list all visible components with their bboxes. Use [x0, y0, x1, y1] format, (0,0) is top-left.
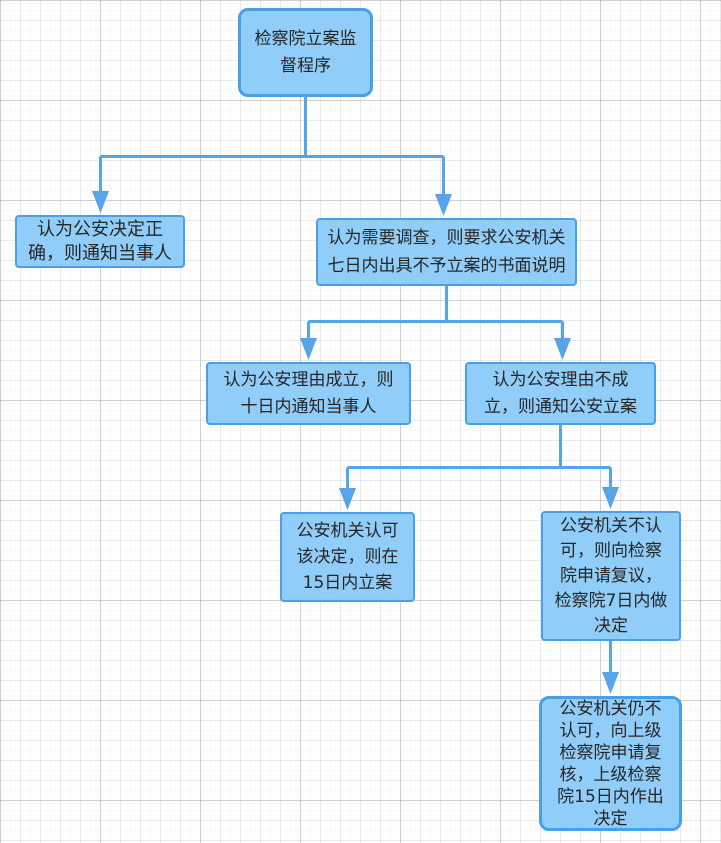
node-police-reject-label: 公安机关不认 可，则向检察 院申请复议， 检察院7日内做 决定	[554, 515, 668, 636]
arrowhead-to-notify-correct	[92, 191, 109, 213]
arrowhead-to-final-review	[602, 672, 619, 694]
node-require-written-label: 认为需要调查，则要求公安机关 七日内出具不予立案的书面说明	[327, 228, 566, 276]
node-final-review[interactable]: 公安机关仍不 认可，向上级 检察院申请复 核，上级检察 院15日内作出 决定	[539, 696, 682, 831]
edge-reject-to-final[interactable]	[602, 641, 619, 694]
node-final-review-label: 公安机关仍不 认可，向上级 检察院申请复 核，上级检察 院15日内作出 决定	[557, 698, 664, 829]
node-reason-valid[interactable]: 认为公安理由成立，则 十日内通知当事人	[206, 362, 411, 425]
arrowhead-to-require-written	[435, 194, 452, 216]
node-root[interactable]: 检察院立案监 督程序	[238, 8, 373, 97]
node-reason-invalid-label: 认为公安理由不成 立，则通知公安立案	[484, 369, 637, 417]
node-reason-invalid[interactable]: 认为公安理由不成 立，则通知公安立案	[465, 362, 656, 425]
edge-invalid-branch[interactable]	[339, 425, 619, 510]
node-police-reject[interactable]: 公安机关不认 可，则向检察 院申请复议， 检察院7日内做 决定	[541, 511, 681, 641]
edge-root-branch[interactable]	[92, 95, 452, 216]
arrowhead-to-police-reject	[602, 487, 619, 509]
node-root-label: 检察院立案监 督程序	[254, 28, 357, 76]
arrowhead-to-police-accept	[339, 488, 356, 510]
arrowhead-to-reason-invalid	[554, 338, 571, 360]
arrowhead-to-reason-valid	[300, 338, 317, 360]
node-notify-correct-label: 认为公安决定正 确，则通知当事人	[28, 218, 172, 264]
node-police-accept[interactable]: 公安机关认可 该决定，则在 15日内立案	[280, 512, 415, 602]
node-require-written[interactable]: 认为需要调查，则要求公安机关 七日内出具不予立案的书面说明	[316, 218, 577, 286]
node-reason-valid-label: 认为公安理由成立，则 十日内通知当事人	[223, 369, 394, 417]
edge-require-branch[interactable]	[300, 286, 571, 360]
node-police-accept-label: 公安机关认可 该决定，则在 15日内立案	[296, 521, 399, 593]
node-notify-correct[interactable]: 认为公安决定正 确，则通知当事人	[15, 215, 185, 268]
